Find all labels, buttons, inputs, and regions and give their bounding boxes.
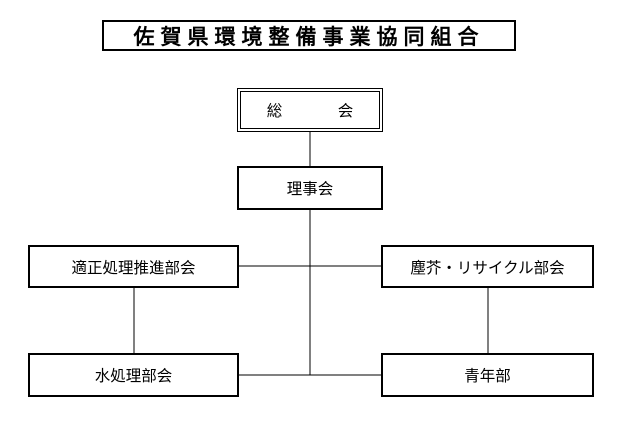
node-promotion-committee: 適正処理推進部会 [28,245,239,288]
node-water-committee: 水処理部会 [28,353,239,397]
node-general-meeting: 総 会 [237,88,383,132]
node-youth-division: 青年部 [381,353,594,397]
node-recycle-committee: 塵芥・リサイクル部会 [381,245,594,288]
page-title: 佐賀県環境整備事業協同組合 [102,20,516,51]
node-board: 理事会 [237,166,383,210]
